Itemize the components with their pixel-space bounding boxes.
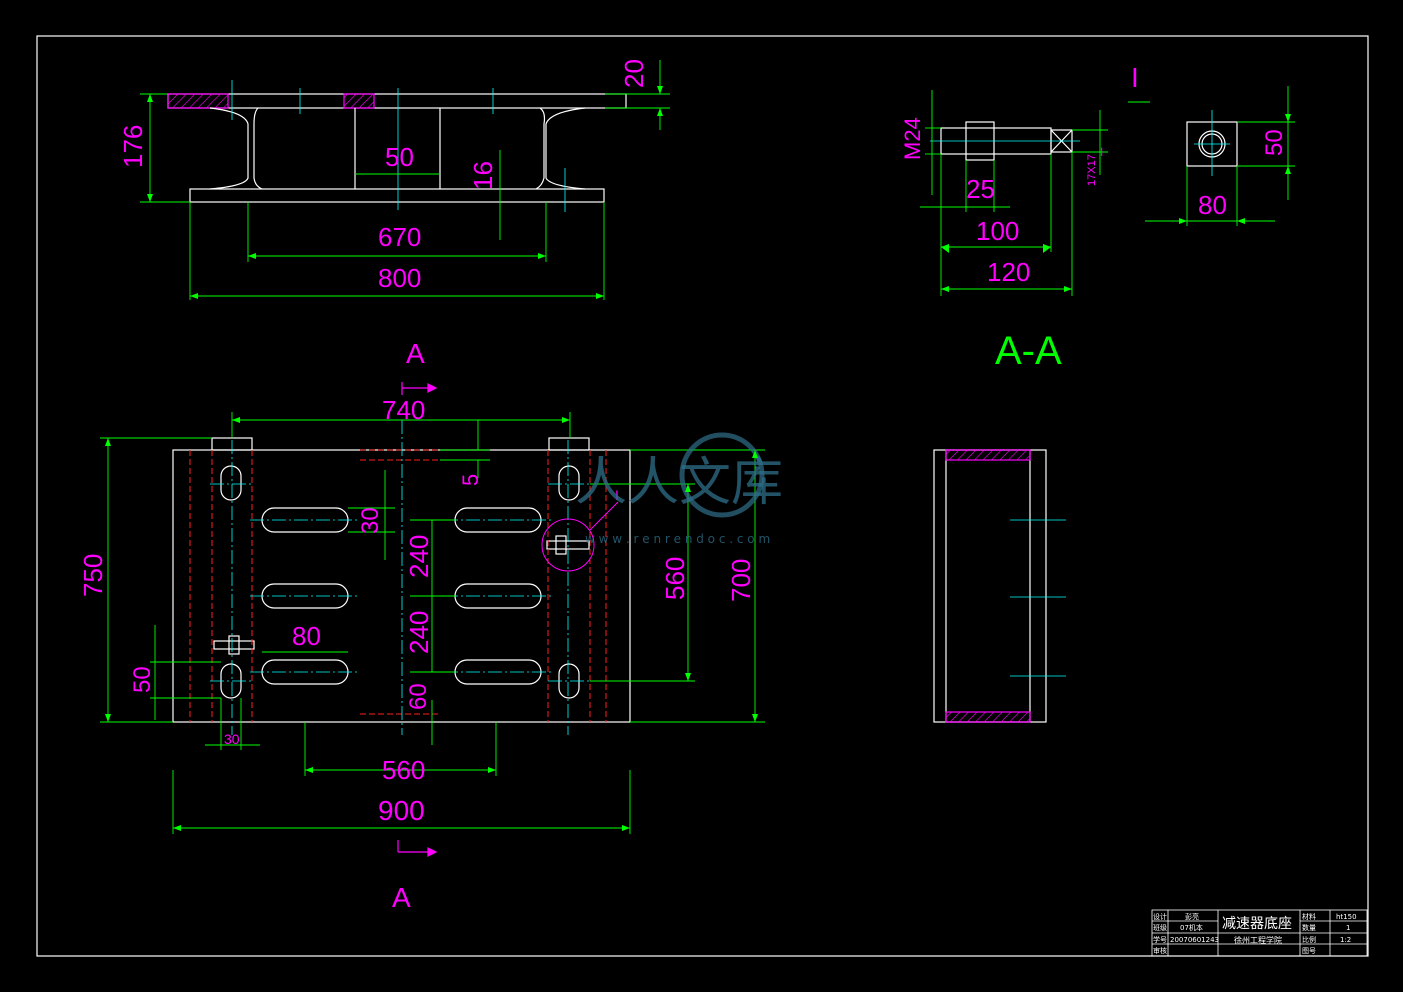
title-school: 徐州工程学院 [1234, 935, 1282, 945]
plan-dims [100, 412, 765, 834]
watermark-text: 人人文库 [575, 453, 783, 513]
section-aa [933, 449, 1047, 723]
bolt-centerlines [930, 110, 1230, 176]
dim-30-slot: 30 [357, 507, 384, 534]
dim-m24: M24 [900, 117, 925, 160]
dim-50-front: 50 [385, 142, 414, 172]
title-block [1151, 909, 1368, 957]
tb-field-1: 数量 [1302, 923, 1316, 932]
dim-176: 176 [118, 125, 148, 168]
tb-name-2: 20070601243 [1170, 936, 1219, 944]
detail-tag-small: I [1100, 145, 1103, 159]
title-drawing-name: 减速器底座 [1222, 916, 1292, 932]
section-label-aa: A-A [995, 329, 1062, 373]
dim-17x17: 17X17 [1086, 154, 1098, 186]
dim-740: 740 [382, 395, 425, 425]
front-view [167, 93, 627, 203]
plan-centerlines [210, 420, 590, 735]
dim-700: 700 [726, 559, 756, 602]
dim-20: 20 [619, 59, 649, 88]
dim-80-detail: 80 [1198, 190, 1227, 220]
dim-750: 750 [78, 554, 108, 597]
tb-field-2: 比例 [1302, 935, 1316, 944]
front-view-centerlines [231, 80, 566, 212]
sheet-border [36, 35, 1369, 957]
dim-560-horizontal: 560 [382, 755, 425, 785]
tb-name-0: 彭亮 [1185, 912, 1199, 921]
detail-title: I [1131, 62, 1139, 93]
bolt-dims [920, 86, 1295, 296]
dim-560-vertical: 560 [660, 557, 690, 600]
view-label-a-top: A [406, 338, 425, 369]
view-label-a-bottom: A [392, 882, 411, 913]
watermark: 人人文库 w w w . r e n r e n d o c . c o m [575, 432, 783, 546]
dim-5: 5 [458, 474, 483, 486]
dim-60: 60 [405, 683, 432, 710]
dim-240-lower: 240 [404, 611, 434, 654]
dim-900: 900 [378, 795, 425, 826]
dim-120: 120 [987, 257, 1030, 287]
watermark-url: w w w . r e n r e n d o c . c o m [585, 532, 770, 546]
tb-field-3: 图号 [1302, 947, 1316, 955]
dim-240-upper: 240 [404, 535, 434, 578]
dim-670: 670 [378, 222, 421, 252]
front-view-dims [140, 60, 670, 300]
dim-50-plan: 50 [129, 666, 156, 693]
dim-80-slot: 80 [292, 621, 321, 651]
dim-16: 16 [468, 161, 498, 190]
arrowheads [105, 86, 1291, 831]
dim-800: 800 [378, 263, 421, 293]
plan-hidden-lines [189, 449, 607, 722]
plan-view [172, 437, 631, 723]
tb-value-0: ht150 [1336, 913, 1357, 921]
tb-role-0: 设计 [1153, 912, 1167, 921]
tb-name-1: 07机本 [1180, 923, 1203, 932]
tb-field-0: 材料 [1302, 912, 1316, 921]
tb-role-1: 班级 [1153, 923, 1167, 932]
tb-value-2: 1:2 [1340, 936, 1351, 944]
tb-role-2: 学号 [1153, 935, 1167, 944]
dim-50-detail: 50 [1261, 129, 1288, 156]
tb-value-1: 1 [1346, 924, 1350, 932]
dim-25: 25 [966, 174, 995, 204]
detail-marker: I [615, 487, 619, 503]
section-aa-centerlines [1010, 519, 1066, 677]
dim-100: 100 [976, 216, 1019, 246]
dim-30-plan: 30 [224, 731, 240, 747]
tb-role-3: 审核 [1153, 946, 1167, 955]
detail-circle [541, 518, 595, 572]
section-arrows [397, 382, 438, 857]
